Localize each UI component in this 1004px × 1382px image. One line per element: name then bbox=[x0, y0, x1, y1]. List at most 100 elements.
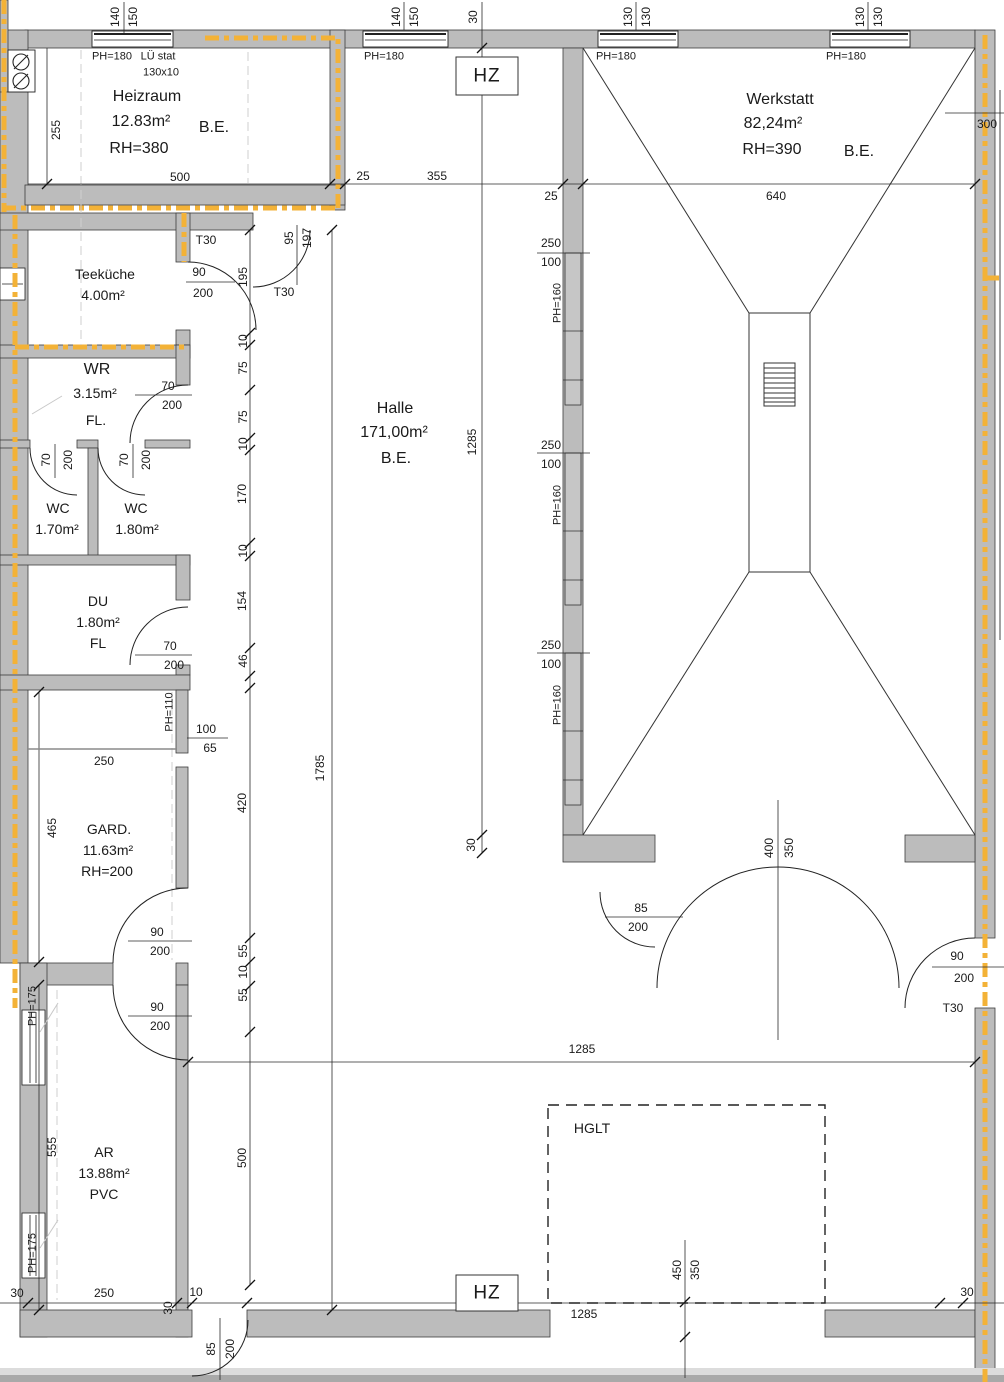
room-name: Teeküche bbox=[75, 266, 135, 282]
dim-label: 25 bbox=[544, 189, 558, 203]
door-type-label: T30 bbox=[273, 285, 295, 299]
room-height: RH=380 bbox=[109, 140, 169, 157]
door-dim: 400 bbox=[762, 837, 776, 859]
dim-label: 420 bbox=[235, 792, 249, 814]
door-type-label: T30 bbox=[195, 233, 217, 247]
dim-label: 10 bbox=[236, 334, 250, 348]
dim-label: 100 bbox=[540, 255, 562, 269]
dim-label: 500 bbox=[235, 1147, 249, 1169]
dim-label: 350 bbox=[688, 1259, 702, 1281]
heating-symbol: HZ bbox=[473, 1282, 501, 1304]
dim-label: 130 bbox=[621, 6, 635, 28]
parapet-label: PH=175 bbox=[26, 1232, 39, 1274]
hglt-area bbox=[547, 1104, 826, 1304]
parapet-label: PH=110 bbox=[163, 692, 176, 732]
dim-label: 170 bbox=[235, 483, 249, 505]
parapet-label: PH=160 bbox=[551, 282, 564, 324]
door-dim: 200 bbox=[223, 1338, 237, 1360]
vent-size-label: 130x10 bbox=[142, 66, 180, 79]
room-height: RH=200 bbox=[81, 863, 133, 879]
dim-label: 195 bbox=[236, 266, 250, 288]
parapet-label: PH=160 bbox=[551, 484, 564, 526]
room-area: 82,24m² bbox=[743, 115, 803, 132]
dim-label: 30 bbox=[960, 1285, 974, 1299]
door-dim: 200 bbox=[627, 920, 649, 934]
room-name: AR bbox=[94, 1144, 114, 1160]
door-dim: 200 bbox=[953, 971, 975, 985]
dim-label: 250 bbox=[540, 638, 562, 652]
dim-label: 100 bbox=[540, 457, 562, 471]
parapet-label: PH=175 bbox=[26, 985, 39, 1027]
dim-label: 10 bbox=[189, 1285, 203, 1299]
parapet-label: PH=180 bbox=[363, 50, 405, 63]
room-floor: PVC bbox=[89, 1186, 119, 1202]
room-area: 1.80m² bbox=[115, 521, 159, 537]
dim-label: 130 bbox=[871, 6, 885, 28]
parapet-label: PH=160 bbox=[551, 684, 564, 726]
flue-symbols bbox=[7, 49, 36, 93]
room-area: 13.88m² bbox=[78, 1165, 130, 1181]
dim-label: 300 bbox=[976, 117, 998, 131]
mid-wall-windows bbox=[563, 252, 583, 806]
room-name: DU bbox=[87, 593, 109, 609]
door-dim: 90 bbox=[150, 1000, 164, 1014]
axis-lines bbox=[56, 50, 249, 1300]
room-name: Werkstatt bbox=[746, 91, 814, 108]
room-area: 4.00m² bbox=[81, 287, 125, 303]
dim-label: 1285 bbox=[465, 428, 479, 456]
door-dim: 70 bbox=[117, 453, 131, 467]
dimension-ticks bbox=[22, 42, 981, 1343]
symbol-boxes bbox=[455, 56, 519, 1312]
top-windows bbox=[91, 30, 911, 48]
dim-label: 140 bbox=[389, 6, 403, 28]
room-finish: B.E. bbox=[843, 143, 875, 160]
room-name: WC bbox=[46, 500, 70, 516]
dim-label: 95 bbox=[282, 231, 296, 245]
room-finish: B.E. bbox=[198, 119, 230, 136]
door-dim: 200 bbox=[149, 944, 171, 958]
dim-label: 100 bbox=[195, 722, 217, 736]
dim-label: 450 bbox=[670, 1259, 684, 1281]
room-area: 3.15m² bbox=[73, 385, 117, 401]
dim-label: 100 bbox=[540, 657, 562, 671]
dim-label: 154 bbox=[235, 590, 249, 612]
dim-label: 197 bbox=[300, 227, 314, 249]
door-dim: 90 bbox=[150, 925, 164, 939]
parapet-label: PH=180 bbox=[595, 50, 637, 63]
dim-label: 250 bbox=[540, 438, 562, 452]
door-dim: 200 bbox=[163, 658, 185, 672]
door-dim: 200 bbox=[149, 1019, 171, 1033]
room-area: 1.80m² bbox=[76, 614, 120, 630]
room-name: WC bbox=[124, 500, 148, 516]
door-dim: 70 bbox=[161, 379, 175, 393]
door-arcs bbox=[29, 229, 976, 1377]
room-area: 1.70m² bbox=[35, 521, 79, 537]
door-dim: 350 bbox=[782, 837, 796, 859]
parapet-label: PH=180 bbox=[91, 50, 133, 63]
dim-label: 55 bbox=[236, 944, 250, 958]
dim-label: 130 bbox=[853, 6, 867, 28]
dim-label: 75 bbox=[236, 361, 250, 375]
dim-label: 30 bbox=[10, 1286, 24, 1300]
room-name: GARD. bbox=[86, 821, 132, 837]
door-dim: 70 bbox=[39, 453, 53, 467]
room-area: 12.83m² bbox=[111, 113, 171, 130]
dim-label: 1785 bbox=[313, 754, 327, 782]
dim-label: 46 bbox=[236, 654, 250, 668]
dim-label: 500 bbox=[169, 170, 191, 184]
dim-label: 30 bbox=[161, 1301, 175, 1315]
dim-label: 30 bbox=[466, 10, 480, 24]
dim-label: 250 bbox=[93, 1286, 115, 1300]
ground-strip-dark bbox=[0, 1375, 1004, 1382]
dim-label: 250 bbox=[540, 236, 562, 250]
door-dim: 85 bbox=[204, 1342, 218, 1356]
door-dim: 85 bbox=[634, 901, 648, 915]
dim-label: 255 bbox=[49, 119, 63, 141]
room-name: WR bbox=[83, 361, 111, 378]
dim-label: 55 bbox=[236, 988, 250, 1002]
dim-label: 10 bbox=[236, 965, 250, 979]
